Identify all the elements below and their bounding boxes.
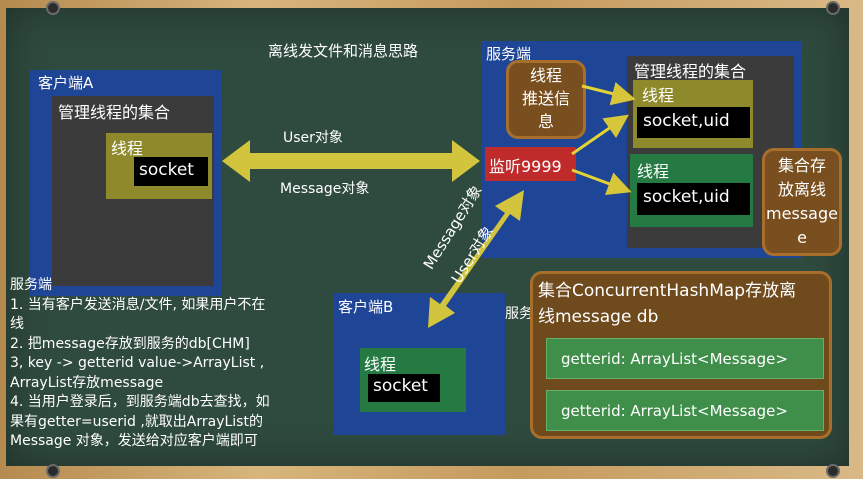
frame-pin [826,1,840,15]
client-b-thread-label: 线程 [364,355,397,374]
chm-row-2: getterid: ArrayList<Message> [546,390,824,431]
server-notes: 服务端 1. 当有客户发送消息/文件, 如果用户不在 线 2. 把message… [10,276,270,452]
push-thread-label: 线程 推送信 息 [521,66,570,131]
client-a-label: 客户端A [38,74,94,92]
chm-title-line1: 集合ConcurrentHashMap存放离 [538,281,797,301]
server-socket1: socket,uid [637,107,750,138]
note-line: 线 [10,316,24,332]
frame-pin [826,464,840,478]
chm-title-line2: 线message db [538,307,659,327]
page-title: 离线发文件和消息思路 [268,42,419,60]
client-a-manager-label: 管理线程的集合 [58,103,171,122]
listen-box: 监听9999 [485,147,576,181]
offline-message-label: 集合存 放离线 message e [766,156,838,247]
message-object-label: Message对象 [280,181,370,197]
client-b-socket: socket [368,374,440,402]
client-a-thread-label: 线程 [111,139,144,158]
server-label: 服务端 [486,45,532,63]
double-arrow-b-server [428,190,524,328]
double-arrow-a-server [222,140,480,182]
note-line: Message 对象，发送给对应客户端即可 [10,433,258,449]
note-line: 3, key -> getterid value->ArrayList , [10,355,265,371]
note-line: 2. 把message存放到服务的db[CHM] [10,335,250,352]
server-thread2-label: 线程 [637,162,670,181]
server-socket2: socket,uid [637,183,750,215]
client-a-socket: socket [134,157,208,186]
push-thread-box [506,60,586,139]
note-line: ArrayList存放message [10,374,164,391]
chm-row-1: getterid: ArrayList<Message> [546,338,824,379]
note-line: 服务端 [10,277,52,293]
frame-pin [46,1,60,15]
note-line: 4. 当用户登录后，到服务端db去查找，如 [10,394,270,410]
frame-pin [46,464,60,478]
arrow-listen-to-thread1 [571,114,629,156]
server-partial-label: 服务 [505,306,533,322]
server-thread1-label: 线程 [642,86,675,105]
arrow-listen-to-thread2 [571,168,632,196]
note-line: 1. 当有客户发送消息/文件, 如果用户不在 [10,296,266,313]
client-b-label: 客户端B [338,298,394,316]
user-object-label: User对象 [283,130,343,146]
offline-message-box [762,148,842,256]
note-line: 果有getter=userid ,就取出ArrayList的 [10,413,263,430]
server-manager-label: 管理线程的集合 [634,62,747,81]
arrow-push-to-thread1 [581,81,636,106]
